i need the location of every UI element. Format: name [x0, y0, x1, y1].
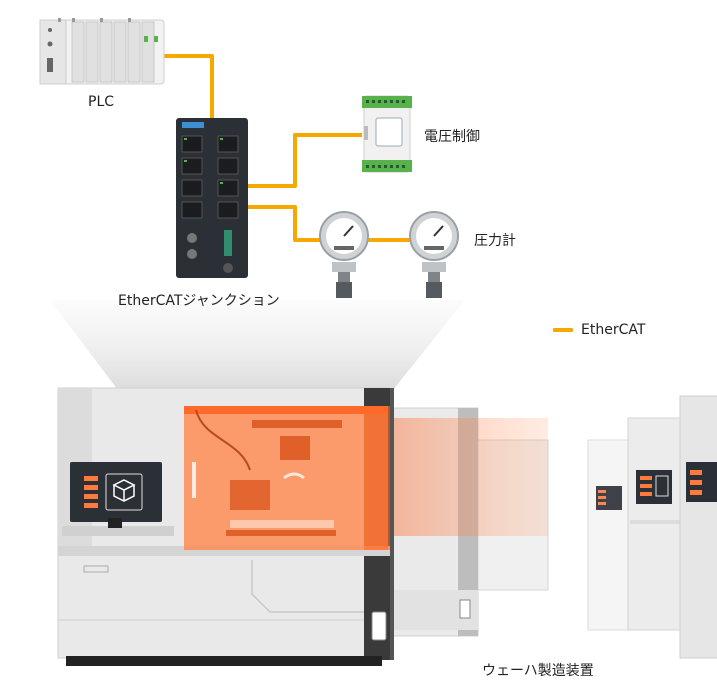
ethercat-lines	[160, 54, 412, 242]
legend-ethercat-label: EtherCAT	[581, 322, 646, 338]
process-chamber-highlight	[184, 406, 390, 550]
voltage-controller-icon	[362, 95, 412, 173]
cube-icon	[112, 479, 136, 502]
pressure-gauge-label: 圧力計	[474, 233, 516, 249]
legend: EtherCAT	[553, 322, 645, 338]
plc-label: PLC	[88, 94, 115, 110]
pressure-gauge-icon	[409, 211, 459, 298]
plc-icon	[39, 18, 165, 85]
wafer-machine-icon	[679, 395, 717, 659]
ethercat-junction-icon	[176, 118, 248, 278]
legend-ethercat-swatch	[553, 328, 573, 332]
pressure-gauge-icon	[319, 211, 369, 298]
wafer-equipment-label: ウェーハ製造装置	[482, 663, 594, 679]
junction-label: EtherCATジャンクション	[118, 293, 280, 309]
voltage-control-label: 電圧制御	[424, 129, 480, 145]
projection-beam	[50, 300, 465, 390]
